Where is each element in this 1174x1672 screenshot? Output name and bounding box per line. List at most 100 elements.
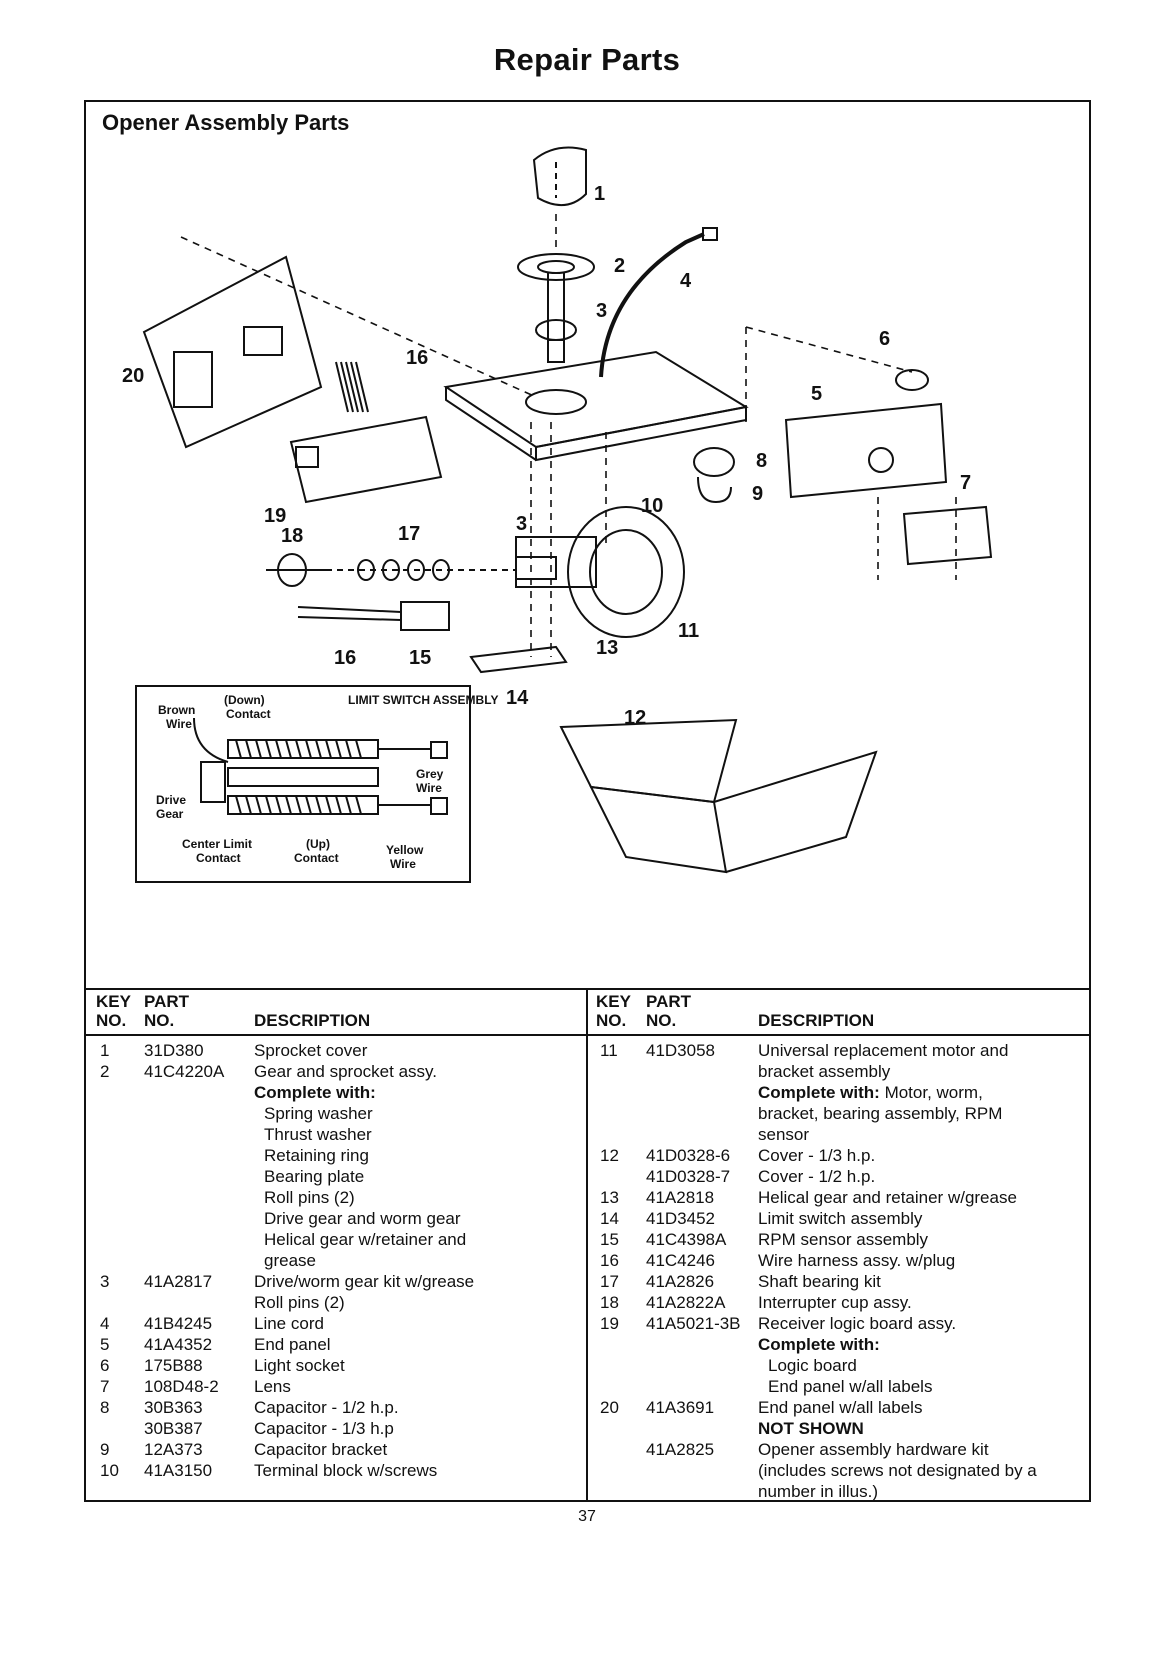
part-no: 41A2825 bbox=[646, 1440, 715, 1459]
key-no: 20 bbox=[600, 1398, 619, 1417]
table-row: Complete with: bbox=[86, 1082, 586, 1103]
description: number in illus.) bbox=[758, 1482, 878, 1501]
key-no: 6 bbox=[100, 1356, 110, 1375]
left-end-panel bbox=[142, 255, 323, 449]
key-no: 7 bbox=[100, 1377, 110, 1396]
table-row: Thrust washer bbox=[86, 1124, 586, 1145]
description: Gear and sprocket assy. bbox=[254, 1062, 437, 1081]
table-row: Roll pins (2) bbox=[86, 1292, 586, 1313]
description: grease bbox=[264, 1251, 316, 1270]
part-no: 31D380 bbox=[144, 1041, 204, 1060]
part-no: 41A3691 bbox=[646, 1398, 715, 1417]
description-bold: Complete with: bbox=[758, 1083, 880, 1102]
description: Helical gear and retainer w/grease bbox=[758, 1188, 1017, 1207]
description: Complete with: bbox=[758, 1335, 880, 1354]
callout-13: 13 bbox=[596, 637, 618, 659]
sprocket-cover-part bbox=[532, 146, 587, 206]
description: Limit switch assembly bbox=[758, 1209, 923, 1228]
key-no: 18 bbox=[600, 1293, 619, 1312]
description: Sprocket cover bbox=[254, 1041, 368, 1060]
key-no: 2 bbox=[100, 1062, 110, 1081]
description: Cover - 1/3 h.p. bbox=[758, 1146, 876, 1165]
inset-brown: Brown bbox=[158, 703, 195, 717]
table-row: Helical gear w/retainer and bbox=[86, 1229, 586, 1250]
key-no: 17 bbox=[600, 1272, 619, 1291]
table-row: Bearing plate bbox=[86, 1166, 586, 1187]
header-no: NO. bbox=[96, 1011, 127, 1030]
part-no: 41A2822A bbox=[646, 1293, 726, 1312]
page-number: 37 bbox=[578, 1508, 596, 1525]
table-row: bracket assembly bbox=[588, 1061, 1089, 1082]
part-no: 41A3150 bbox=[144, 1461, 213, 1480]
lens bbox=[902, 505, 993, 566]
part-no: 41A5021-3B bbox=[646, 1314, 741, 1333]
description: Logic board bbox=[768, 1356, 857, 1375]
inset-yellow-wire: Wire bbox=[390, 857, 416, 871]
table-row: End panel w/all labels bbox=[588, 1376, 1089, 1397]
description: Roll pins (2) bbox=[254, 1293, 345, 1312]
callout-6: 6 bbox=[879, 328, 890, 350]
table-row: NOT SHOWN bbox=[588, 1418, 1089, 1439]
line-cord-part bbox=[599, 232, 705, 378]
key-no: 5 bbox=[100, 1335, 110, 1354]
cover bbox=[559, 718, 878, 874]
key-no: 9 bbox=[100, 1440, 110, 1459]
header-no-right: NO. bbox=[596, 1011, 627, 1030]
description: Complete with: Motor, worm, bbox=[758, 1082, 983, 1103]
callout-20: 20 bbox=[122, 365, 144, 387]
part-no: 41A2817 bbox=[144, 1272, 213, 1291]
part-no: 41A2826 bbox=[646, 1272, 715, 1291]
rpm-sensor bbox=[297, 601, 450, 631]
motor bbox=[515, 506, 685, 638]
table-row: number in illus.) bbox=[588, 1481, 1089, 1502]
description: sensor bbox=[758, 1125, 810, 1144]
key-no: 8 bbox=[100, 1398, 110, 1417]
table-row: Roll pins (2) bbox=[86, 1187, 586, 1208]
header-key-right: KEY bbox=[596, 992, 631, 1011]
callout-9: 9 bbox=[752, 483, 763, 505]
inset-gear: Gear bbox=[156, 807, 184, 821]
table-header-left: KEY NO. PART NO. DESCRIPTION bbox=[86, 990, 586, 1036]
right-end-panel bbox=[784, 402, 948, 499]
inset-center-limit: Center Limit bbox=[182, 837, 252, 851]
callout-2: 2 bbox=[614, 255, 625, 277]
callout-5: 5 bbox=[811, 383, 822, 405]
callout-3b: 3 bbox=[516, 513, 527, 535]
callout-7: 7 bbox=[960, 472, 971, 494]
inset-yellow: Yellow bbox=[386, 843, 424, 857]
key-no: 13 bbox=[600, 1188, 619, 1207]
callout-18: 18 bbox=[281, 525, 303, 547]
inset-contact-top: Contact bbox=[226, 707, 271, 721]
description: End panel w/all labels bbox=[758, 1398, 923, 1417]
callout-14: 14 bbox=[506, 687, 529, 709]
table-row: Drive gear and worm gear bbox=[86, 1208, 586, 1229]
table-row: sensor bbox=[588, 1124, 1089, 1145]
description: Wire harness assy. w/plug bbox=[758, 1251, 956, 1270]
part-no: 41A4352 bbox=[144, 1335, 213, 1354]
table-row: Complete with: Motor, worm, bbox=[588, 1082, 1089, 1103]
callout-12: 12 bbox=[624, 707, 646, 729]
description: Spring washer bbox=[264, 1104, 373, 1123]
exploded-view-illustration: 1 2 4 3 6 16 20 5 8 7 9 10 19 18 17 3 11… bbox=[122, 146, 993, 883]
callout-19: 19 bbox=[264, 505, 286, 527]
description: Complete with: bbox=[254, 1083, 376, 1102]
page-title: Repair Parts bbox=[493, 42, 681, 77]
gear-shaft-part bbox=[535, 272, 577, 363]
inset-up: (Up) bbox=[306, 837, 330, 851]
chassis-plate bbox=[443, 350, 749, 462]
table-row: 20 41A3691 End panel w/all labels bbox=[588, 1397, 1089, 1418]
key-no: 15 bbox=[600, 1230, 619, 1249]
key-no: 16 bbox=[600, 1251, 619, 1270]
description: End panel w/all labels bbox=[768, 1377, 933, 1396]
